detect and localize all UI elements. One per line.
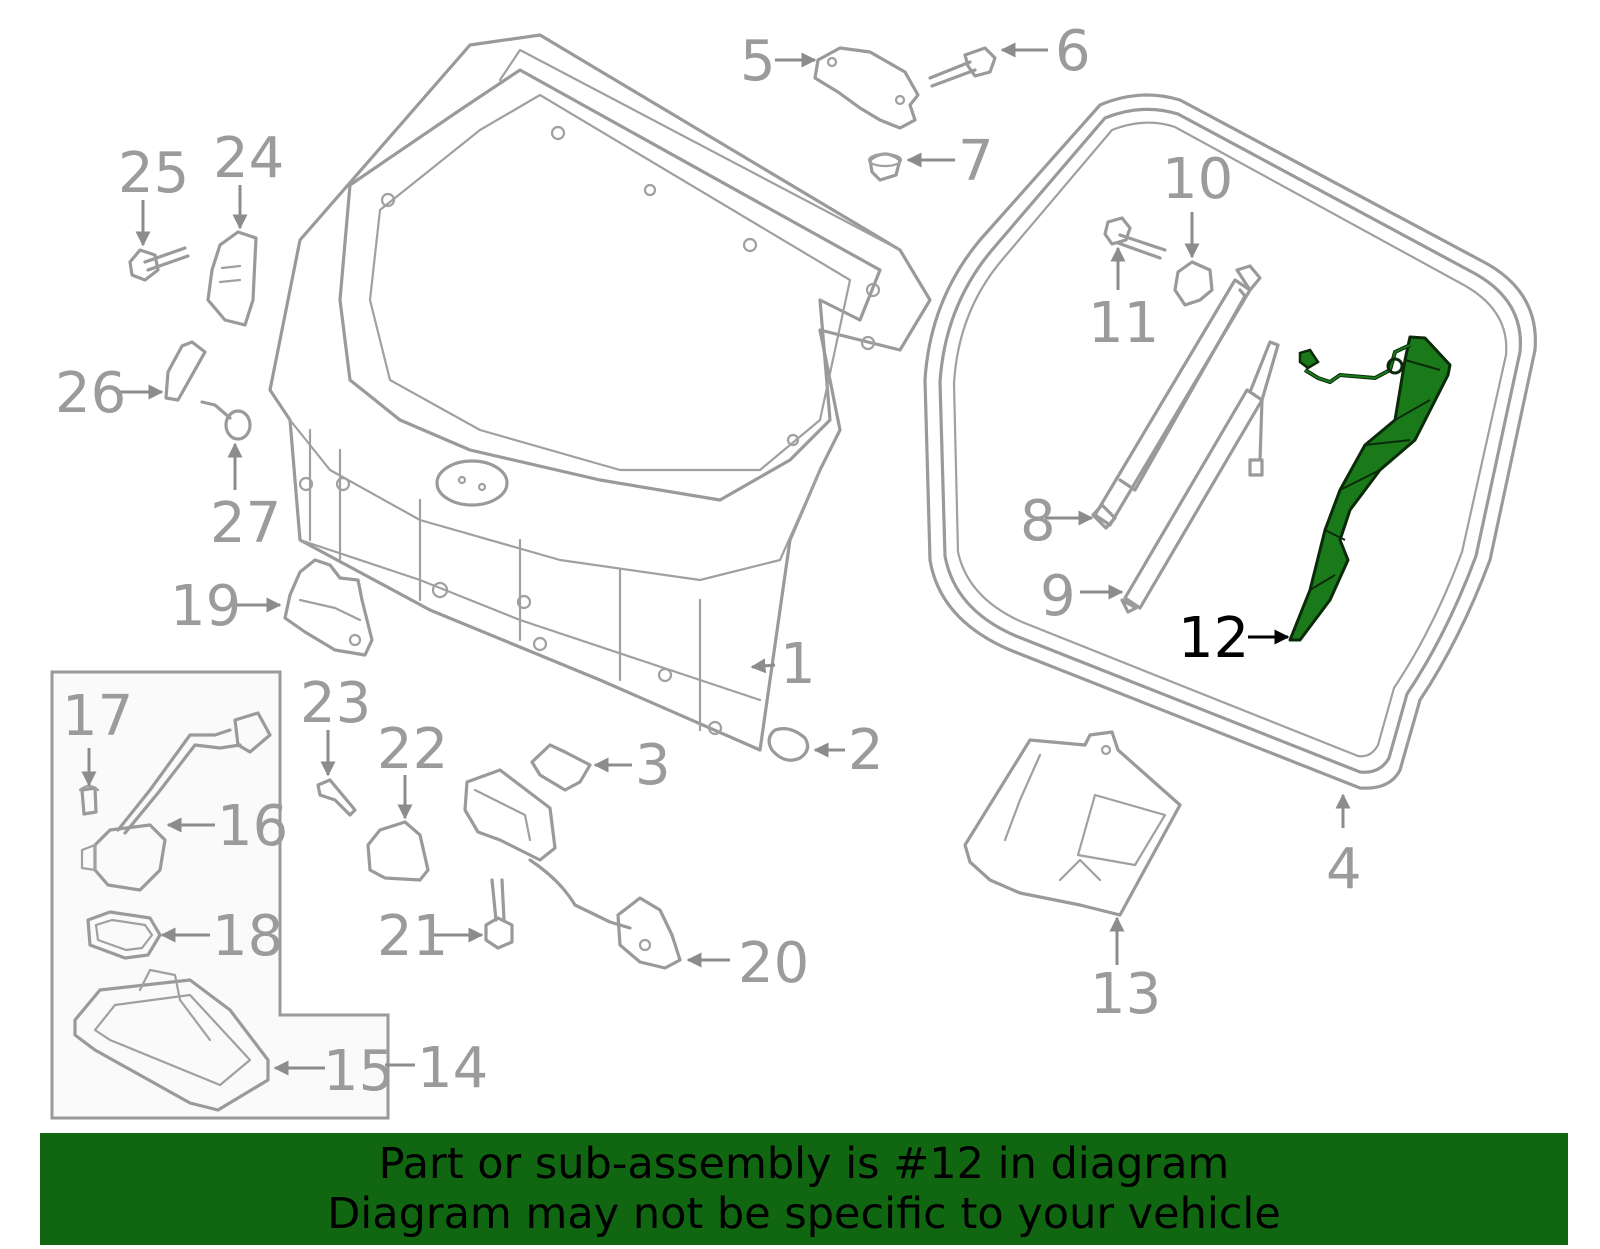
part-6-bolt[interactable] xyxy=(928,46,997,88)
part-15-housing[interactable] xyxy=(73,968,270,1112)
callout-12-selected[interactable]: 12 xyxy=(1178,606,1249,671)
part-10-bracket[interactable] xyxy=(1173,260,1214,307)
part-21-bolt[interactable] xyxy=(484,878,514,950)
callout-20[interactable]: 20 xyxy=(738,931,809,996)
callout-24[interactable]: 24 xyxy=(213,126,284,191)
callout-13[interactable]: 13 xyxy=(1090,962,1161,1027)
inset-frame xyxy=(50,670,390,1120)
callout-22[interactable]: 22 xyxy=(377,717,448,782)
callout-16[interactable]: 16 xyxy=(217,794,288,859)
callout-8[interactable]: 8 xyxy=(1020,489,1056,554)
leader-lines xyxy=(81,42,1351,1076)
callouts: 1 2 3 4 5 6 7 8 9 10 11 12 13 14 15 16 1… xyxy=(55,19,1362,1104)
part-2-plug[interactable] xyxy=(767,727,810,762)
callout-26[interactable]: 26 xyxy=(55,361,126,426)
part-22-bumper[interactable] xyxy=(366,820,430,882)
callout-23[interactable]: 23 xyxy=(300,671,371,736)
callout-3[interactable]: 3 xyxy=(635,733,671,798)
part-18-gasket[interactable] xyxy=(86,910,162,960)
banner-line-2: Diagram may not be specific to your vehi… xyxy=(327,1189,1281,1239)
callout-5[interactable]: 5 xyxy=(740,29,776,94)
callout-4[interactable]: 4 xyxy=(1326,837,1362,902)
callout-21[interactable]: 21 xyxy=(377,904,448,969)
part-26-pad[interactable] xyxy=(164,340,207,402)
callout-19[interactable]: 19 xyxy=(170,574,241,639)
part-25-bolt[interactable] xyxy=(128,246,190,282)
part-27-clip[interactable] xyxy=(200,400,252,441)
callout-25[interactable]: 25 xyxy=(118,141,189,206)
part-1-tailgate[interactable] xyxy=(268,33,932,752)
callout-9[interactable]: 9 xyxy=(1040,564,1076,629)
part-7-nut[interactable] xyxy=(867,152,903,182)
callout-15[interactable]: 15 xyxy=(323,1039,394,1104)
part-4-weatherstrip[interactable] xyxy=(923,93,1537,790)
part-23-clip[interactable] xyxy=(316,778,357,817)
part-16-lamp[interactable] xyxy=(80,711,272,892)
part-20-actuator[interactable] xyxy=(463,768,682,970)
callout-10[interactable]: 10 xyxy=(1162,147,1233,212)
part-24-bracket[interactable] xyxy=(206,230,258,327)
part-5-hinge[interactable] xyxy=(813,46,920,130)
part-11-bolt[interactable] xyxy=(1103,216,1167,260)
part-12-highlighted[interactable] xyxy=(1288,335,1452,642)
callout-11[interactable]: 11 xyxy=(1088,291,1159,356)
callout-14[interactable]: 14 xyxy=(417,1036,488,1101)
callout-27[interactable]: 27 xyxy=(210,491,281,556)
part-3-pad[interactable] xyxy=(530,743,592,792)
callout-1[interactable]: 1 xyxy=(780,632,816,697)
callout-7[interactable]: 7 xyxy=(958,129,994,194)
callout-18[interactable]: 18 xyxy=(212,904,283,969)
callout-6[interactable]: 6 xyxy=(1055,19,1091,84)
part-13-cover[interactable] xyxy=(963,730,1182,917)
callout-17[interactable]: 17 xyxy=(62,684,133,749)
banner-line-1: Part or sub-assembly is #12 in diagram xyxy=(378,1139,1230,1189)
part-19-latch[interactable] xyxy=(283,558,374,657)
callout-2[interactable]: 2 xyxy=(848,718,884,783)
part-9-gas-strut[interactable] xyxy=(1120,340,1280,614)
info-banner: Part or sub-assembly is #12 in diagram D… xyxy=(40,1133,1568,1245)
part-8-gas-strut[interactable] xyxy=(1091,264,1262,530)
